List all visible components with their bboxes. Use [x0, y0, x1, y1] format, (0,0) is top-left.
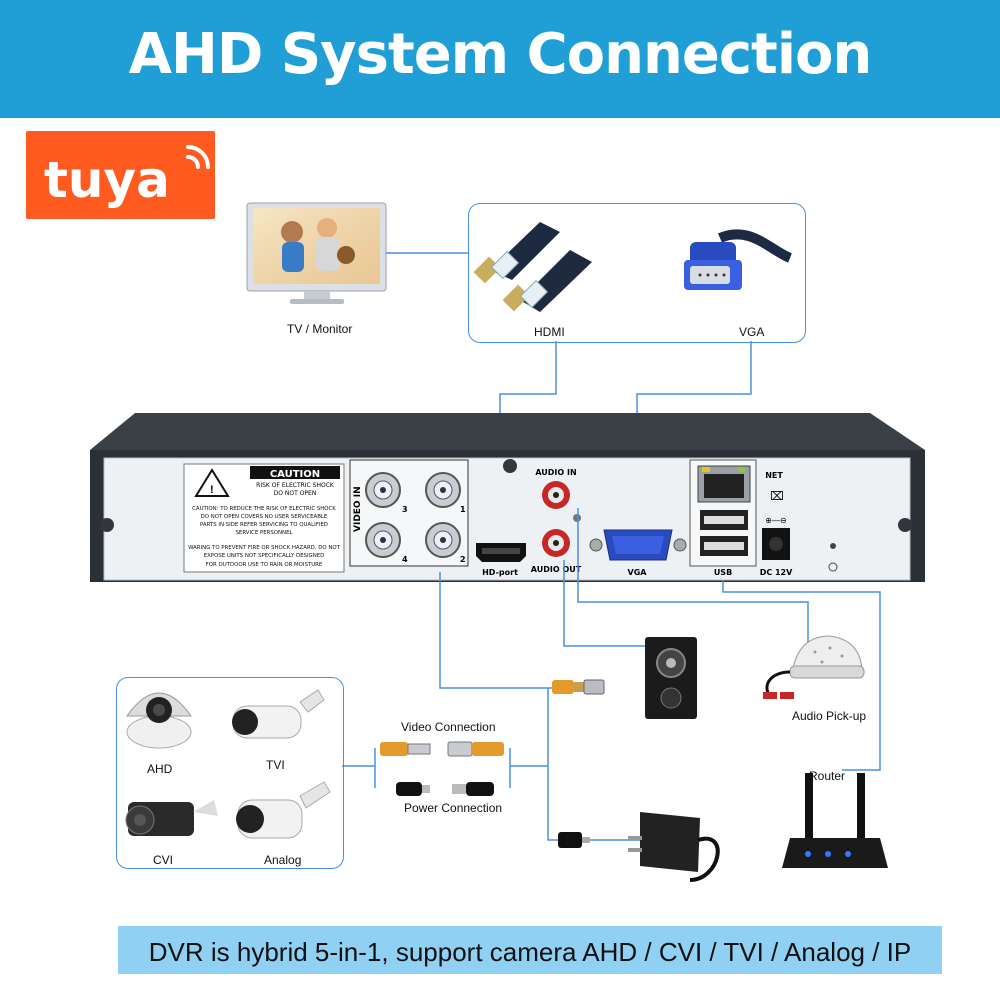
caution-line: DO NOT OPEN COVERS NO USER SERVICEABLE [201, 514, 328, 520]
audio-pickup-label: Audio Pick-up [792, 709, 867, 723]
tuya-logo-mark: tuya [44, 145, 210, 209]
vga-cable-icon [684, 229, 793, 290]
vga-port-icon [589, 529, 687, 561]
speaker-icon [645, 637, 697, 719]
hdmi-cable-icon [473, 222, 592, 312]
power-connection-label: Power Connection [404, 801, 503, 815]
dc-label: DC 12V [760, 568, 793, 577]
caution-sub2: DO NOT OPEN [274, 490, 317, 497]
ground-screw-icon [573, 514, 581, 522]
tuya-logo-text: tuya [44, 151, 170, 209]
net-label: NET [765, 471, 783, 480]
bnc-port-icon [365, 472, 401, 508]
caution-line: FOR OUTDOOR USE TO RAIN OR MOISTURE [206, 562, 323, 568]
reset-hole-icon [830, 543, 836, 549]
router-label: Router [809, 769, 846, 783]
hdmi-port-icon [476, 543, 526, 562]
hdmi-label: HDMI [534, 325, 565, 339]
ground-terminal-icon [828, 562, 838, 572]
caution-line: SERVICE PERSONNEL [236, 530, 293, 536]
caution-line: CAUTION: TO REDUCE THE RISK OF ELECTRIC … [192, 506, 336, 512]
vga-port-label: VGA [628, 568, 648, 577]
power-adapter-icon [628, 812, 720, 882]
monitor-label: TV / Monitor [287, 322, 353, 336]
microphone-icon [763, 635, 865, 699]
usb-port-icon [700, 536, 748, 556]
camera-label: Analog [264, 853, 302, 867]
channel-label: 2 [460, 555, 466, 564]
router-icon [782, 773, 888, 868]
channel-label: 4 [402, 555, 408, 564]
monitor-icon [246, 202, 387, 304]
bnc-port-icon [425, 472, 461, 508]
bnc-port-icon [425, 522, 461, 558]
display-cables-panel [468, 203, 806, 343]
bnc-ports [365, 472, 461, 558]
audio-in-label: AUDIO IN [535, 468, 576, 477]
peripheral-link-lines [342, 508, 881, 841]
camera-label: AHD [147, 762, 173, 776]
warning-icon [194, 468, 230, 497]
dc-power-port-icon: ⊕—⊖ [762, 516, 790, 560]
caution-line: WARING TO PREVENT FIRE OR SHOCK HAZARD, … [188, 545, 341, 551]
rca-jack-icon [542, 529, 570, 557]
dc-plug-icon [558, 832, 590, 848]
dc-power-cable-icon [396, 782, 494, 796]
bnc-port-icon [365, 522, 401, 558]
caution-title: CAUTION [270, 469, 320, 480]
caution-line: PARTS IN SIDE REFER SERVICING TO QUALIFI… [200, 522, 328, 528]
dome-camera-icon [126, 692, 192, 749]
hd-port-label: HD-port [482, 568, 518, 577]
network-icon: ⌧ [770, 489, 784, 503]
page-title: AHD System Connection [128, 22, 873, 87]
usb-label: USB [714, 568, 732, 577]
vga-label: VGA [739, 325, 765, 339]
caution-sub1: RISK OF ELECTRIC SHOCK [256, 482, 335, 489]
bullet-camera-icon [232, 689, 325, 739]
svg-text:!: ! [210, 484, 214, 496]
bnc-video-cable-icon [380, 741, 504, 757]
camera-label: TVI [266, 758, 285, 772]
tuya-logo: tuya [26, 131, 215, 219]
caution-text-lines: CAUTION: TO REDUCE THE RISK OF ELECTRIC … [188, 506, 341, 568]
bnc-connector-icon [552, 679, 605, 695]
usb-port-icon [700, 510, 748, 530]
header-banner [0, 0, 1000, 118]
video-connection-label: Video Connection [401, 720, 496, 734]
channel-label: 1 [460, 505, 466, 514]
caution-line: EXPOSE UNITS NOT SPECIFICALLY DESIGNED [204, 553, 325, 559]
video-in-label: VIDEO IN [353, 486, 363, 532]
rca-jack-icon [542, 481, 570, 509]
svg-text:⊕—⊖: ⊕—⊖ [765, 516, 786, 525]
audio-out-label: AUDIO OUT [531, 565, 582, 574]
bullet-camera-icon [236, 781, 331, 839]
footer-banner [118, 926, 942, 974]
camera-label: CVI [153, 853, 174, 867]
ethernet-port-icon [697, 465, 751, 503]
caution-label: ! [183, 463, 345, 573]
bullet-camera-icon [125, 800, 218, 836]
footer-text: DVR is hybrid 5-in-1, support camera AHD… [148, 937, 912, 967]
channel-label: 3 [402, 505, 408, 514]
